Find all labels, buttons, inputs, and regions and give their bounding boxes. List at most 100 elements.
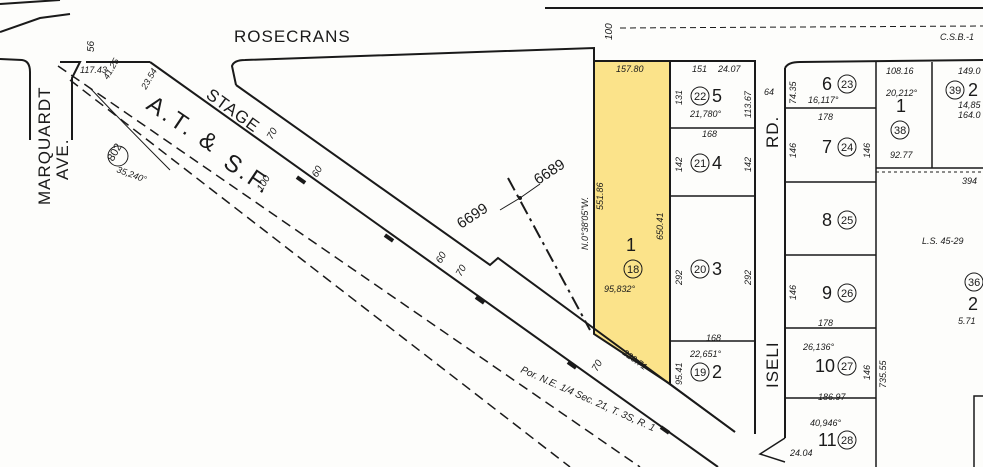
ls-label: L.S. 45-29 <box>922 236 964 246</box>
page-ref-arrow-left <box>499 197 521 211</box>
lot-11: 11 <box>818 430 837 450</box>
lot-8: 8 <box>822 210 832 230</box>
parcel-22: 22 <box>694 91 706 103</box>
dim-64: 64 <box>764 87 774 97</box>
page-ref-right: 6689 <box>531 156 568 188</box>
dash-dot-line <box>507 177 591 331</box>
lot-1-right: 1 <box>896 96 906 116</box>
gsb-line <box>619 25 983 29</box>
dim-108-16: 108.16 <box>886 66 914 76</box>
lot-2-right: 2 <box>968 80 978 100</box>
corner-box <box>973 395 983 467</box>
parcel-20: 20 <box>694 264 706 276</box>
hl-bearing: N.0°38'05"W. <box>580 197 590 250</box>
hl-right-dim: 650.41 <box>655 212 665 240</box>
railroad-north-line <box>57 65 641 467</box>
lot-2: 2 <box>712 362 722 382</box>
hl-top-dim: 157.80 <box>616 64 644 74</box>
rosecrans-south-edge-far <box>784 59 983 69</box>
lot-5: 5 <box>712 86 722 106</box>
railroad-south-line <box>69 79 571 467</box>
dim-151: 151 <box>692 64 707 74</box>
east-lot-dividers <box>785 62 983 467</box>
dim-178a: 178 <box>818 112 833 122</box>
rd-label: RD. <box>763 116 782 148</box>
lot-9: 9 <box>822 283 832 303</box>
parcel-39: 39 <box>949 85 961 97</box>
dim-142a: 142 <box>674 157 684 172</box>
parcel-28: 28 <box>841 435 853 447</box>
hl-parcel-number: 18 <box>627 264 639 276</box>
lot-dividers <box>670 127 755 342</box>
dim-92-77: 92.77 <box>890 150 914 160</box>
rail-ticks <box>295 175 671 435</box>
dim-178b: 178 <box>818 318 833 328</box>
rosecrans-south-edge-left <box>0 58 31 140</box>
area-p2: 22,651° <box>689 349 722 359</box>
dim-186-97: 186.97 <box>818 392 847 402</box>
left-dims-c: 23.54 <box>139 66 159 91</box>
dim-131: 131 <box>674 90 684 105</box>
parcel-21: 21 <box>694 158 706 170</box>
rosecrans-label: ROSECRANS <box>234 27 351 46</box>
dim-113-67: 113.67 <box>743 90 753 118</box>
dim-20-212: 20,212° <box>885 88 918 98</box>
marquardt-east-edge <box>60 61 82 140</box>
lot-3: 3 <box>712 259 722 279</box>
parcel-circles <box>107 74 983 450</box>
left-dims: 117.43 <box>80 65 107 75</box>
marquardt-width: 56 <box>86 40 97 52</box>
dim-146c: 146 <box>788 285 798 300</box>
stage-70b: 70 <box>454 263 469 279</box>
dim-74-35: 74.35 <box>788 80 798 104</box>
page-ref-left: 6699 <box>454 200 491 232</box>
stage-70a: 70 <box>265 126 280 142</box>
dim-146b: 146 <box>862 143 872 158</box>
dim-168b: 168 <box>706 333 721 343</box>
dim-24-07: 24.07 <box>717 64 742 74</box>
iseli-east-lots <box>758 437 786 463</box>
dim-164: 164.0 <box>958 110 981 120</box>
csb-label: C.S.B.-1 <box>940 32 974 42</box>
area-p5: 21,780° <box>689 109 722 119</box>
lot-7: 7 <box>822 137 832 157</box>
parcel-19: 19 <box>694 367 706 379</box>
lot-4: 4 <box>712 153 722 173</box>
dim-735-55: 735.55 <box>878 359 888 388</box>
dim-95-41: 95.41 <box>674 362 684 385</box>
stage-rd-east-edge <box>235 84 736 433</box>
stage-60b: 60 <box>434 250 449 266</box>
dim-292a: 292 <box>674 270 684 286</box>
parcel-36: 36 <box>968 277 980 289</box>
dim-146d: 146 <box>862 365 872 380</box>
area-p10: 26,136° <box>802 342 835 352</box>
parcel-24: 24 <box>841 142 853 154</box>
lot-10: 10 <box>815 356 835 376</box>
dim-14-85: 14,85 <box>958 100 982 110</box>
dim-24-04: 24.04 <box>789 448 813 458</box>
curve-area: 35,240° <box>115 164 148 184</box>
stage-60a: 60 <box>310 164 325 180</box>
parcel-27: 27 <box>841 361 853 373</box>
railroad-sf-label: S.F. <box>219 149 278 201</box>
dim-168a: 168 <box>702 129 717 139</box>
dim-142b: 142 <box>743 157 753 172</box>
parcel-23: 23 <box>841 79 853 91</box>
marquardt-label: MARQUARDT <box>35 86 54 205</box>
stage-70c: 70 <box>590 358 605 374</box>
hl-lot-number: 1 <box>626 235 636 255</box>
dim-292b: 292 <box>743 270 753 286</box>
dim-394: 394 <box>962 176 977 186</box>
stage-rd-west-edge <box>149 61 719 467</box>
parcel-26: 26 <box>841 288 853 300</box>
parcel-38: 38 <box>894 125 906 137</box>
parcel-25: 25 <box>841 215 853 227</box>
hl-left-dim: 551.86 <box>595 182 605 210</box>
rosecrans-south-edge-stage <box>230 46 595 86</box>
dim-146a: 146 <box>788 143 798 158</box>
dim-5-71: 5.71 <box>958 316 976 326</box>
hl-area: 95,832° <box>604 284 636 294</box>
page-ref-arrow-right <box>519 183 541 199</box>
